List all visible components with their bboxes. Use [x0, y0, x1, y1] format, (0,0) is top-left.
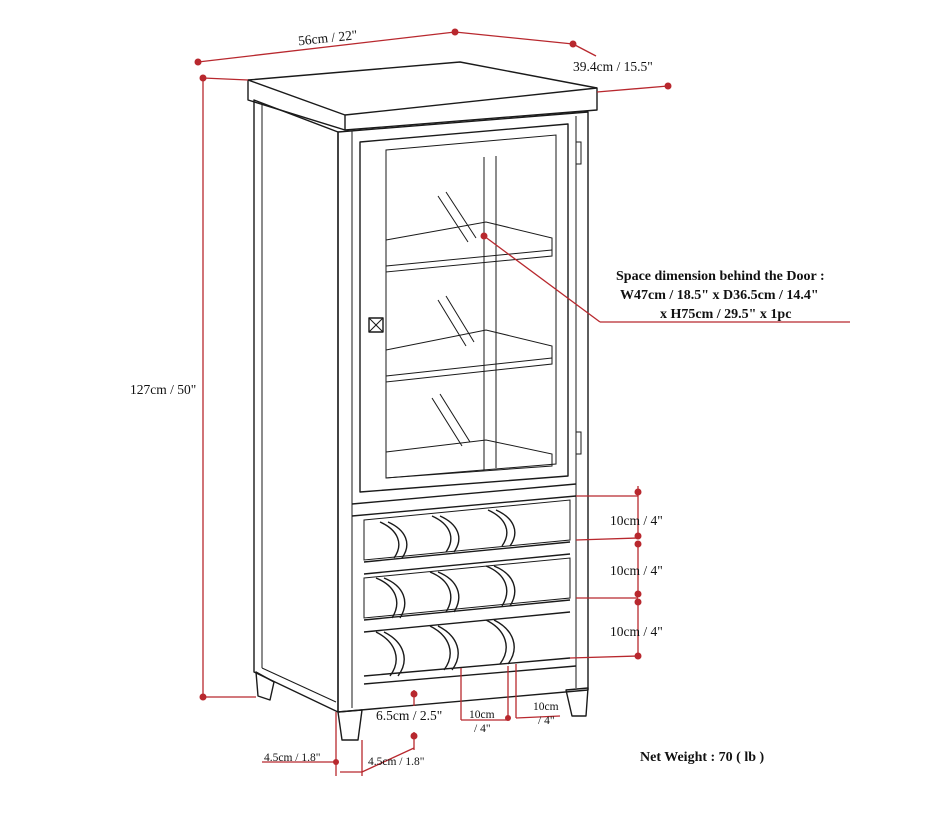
dimension-lines: [194, 28, 850, 776]
rack-row-3-label: 10cm / 4": [610, 624, 663, 639]
cabinet-side-panel: [253, 99, 339, 713]
cabinet-top: [247, 61, 598, 131]
space-note-line2: W47cm / 18.5" x D36.5cm / 14.4": [620, 288, 819, 303]
space-note-line1: Space dimension behind the Door :: [616, 269, 825, 284]
leg-front-left: [337, 709, 363, 741]
rack-row-2-label: 10cm / 4": [610, 563, 663, 578]
wine-rack: [351, 483, 577, 685]
net-weight-label: Net Weight : 70 ( lb ): [640, 750, 765, 765]
shelf-2: [385, 329, 553, 383]
hinge-top: [575, 141, 582, 165]
depth-label: 39.4cm / 15.5": [573, 59, 653, 74]
hinge-bottom: [575, 431, 582, 455]
slot-width-2-line2: / 4": [538, 715, 555, 727]
leg-left-label: 4.5cm / 1.8": [264, 752, 320, 764]
space-note-line3: x H75cm / 29.5" x 1pc: [660, 307, 791, 322]
door-knob: [368, 317, 384, 333]
glass-door: [359, 123, 569, 493]
slot-width-2-line1: 10cm: [533, 701, 559, 713]
cabinet-drawing: [247, 61, 598, 741]
leg-right-label: 4.5cm / 1.8": [368, 756, 424, 768]
rack-row-1-label: 10cm / 4": [610, 513, 663, 528]
leg-back-left: [255, 671, 275, 701]
leg-clearance-label: 6.5cm / 2.5": [376, 708, 442, 723]
height-label: 127cm / 50": [130, 382, 196, 397]
shelf-1: [385, 221, 553, 273]
slot-width-1-line2: / 4": [474, 723, 491, 735]
leg-front-right: [565, 687, 589, 717]
shelf-bottom: [385, 439, 553, 479]
width-label: 56cm / 22": [297, 27, 358, 48]
slot-width-1-line1: 10cm: [469, 709, 495, 721]
